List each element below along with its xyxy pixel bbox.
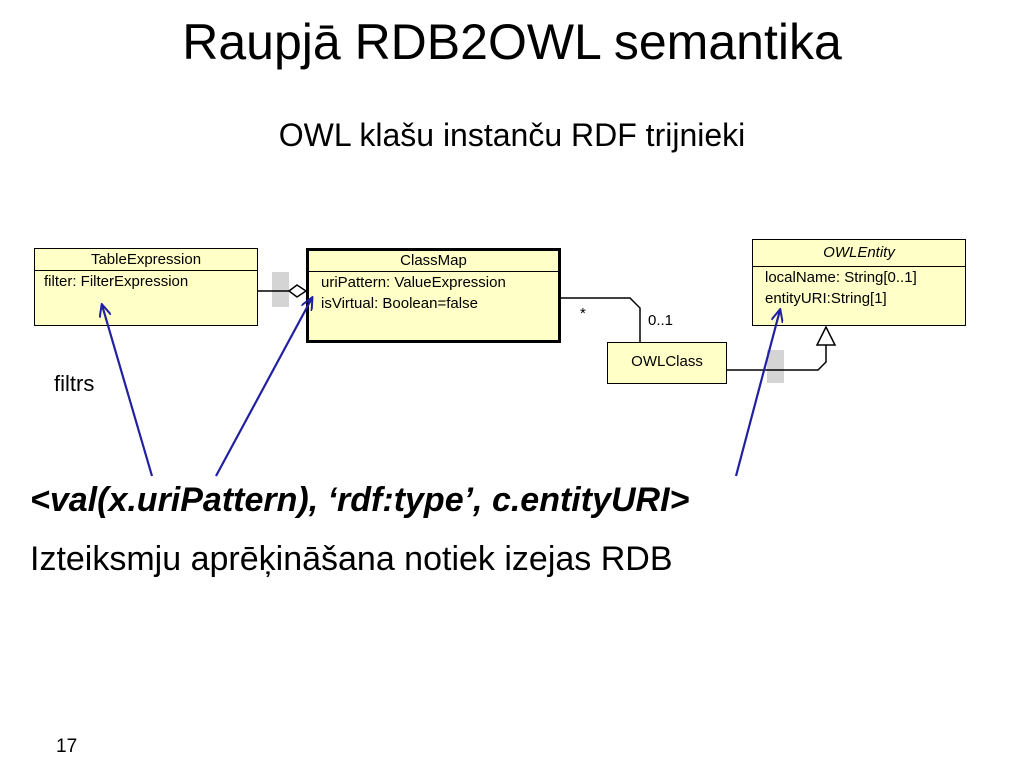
arrow-to-entity-uri <box>734 310 780 477</box>
association-line <box>561 297 641 342</box>
table-expression-filter-attr: filter: FilterExpression <box>44 273 189 290</box>
association-end-marker-left <box>272 272 289 307</box>
class-map-name: ClassMap <box>309 251 558 272</box>
arrow-to-uri-pattern <box>215 298 312 477</box>
generalization-line <box>727 345 827 371</box>
owl-entity-local-name-attr: localName: String[0..1] <box>765 269 917 286</box>
table-expression-name: TableExpression <box>35 249 257 271</box>
owl-class-name: OWLClass <box>631 353 703 370</box>
owl-entity-class[interactable]: OWLEntity localName: String[0..1] entity… <box>752 239 966 326</box>
class-map-is-virtual-attr: isVirtual: Boolean=false <box>321 295 478 312</box>
owl-class-class[interactable]: OWLClass <box>607 342 727 384</box>
owl-entity-entity-uri-attr: entityURI:String[1] <box>765 290 887 307</box>
aggregation-diamond <box>287 284 308 298</box>
page-number: 17 <box>56 736 78 757</box>
class-map-class[interactable]: ClassMap uriPattern: ValueExpression isV… <box>306 248 561 343</box>
slide-subtitle: OWL klašu instanču RDF trijnieki <box>278 117 746 153</box>
class-map-uri-pattern-attr: uriPattern: ValueExpression <box>321 274 506 291</box>
arrow-to-filter <box>102 305 154 477</box>
rdf-triple: <val(x.uriPattern), ‘rdf:type’, c.entity… <box>30 481 690 519</box>
generalization-triangle <box>815 325 837 346</box>
multiplicity-classmap-end: * <box>580 305 586 322</box>
filter-label: filtrs <box>54 371 95 396</box>
explanation-text: Izteiksmju aprēķināšana notiek izejas RD… <box>30 540 673 578</box>
multiplicity-owlclass-end: 0..1 <box>648 312 674 329</box>
generalization-end-marker <box>767 350 784 383</box>
owl-entity-name: OWLEntity <box>753 240 965 267</box>
slide-title: Raupjā RDB2OWL semantika <box>182 14 842 70</box>
table-expression-class[interactable]: TableExpression filter: FilterExpression <box>34 248 258 326</box>
